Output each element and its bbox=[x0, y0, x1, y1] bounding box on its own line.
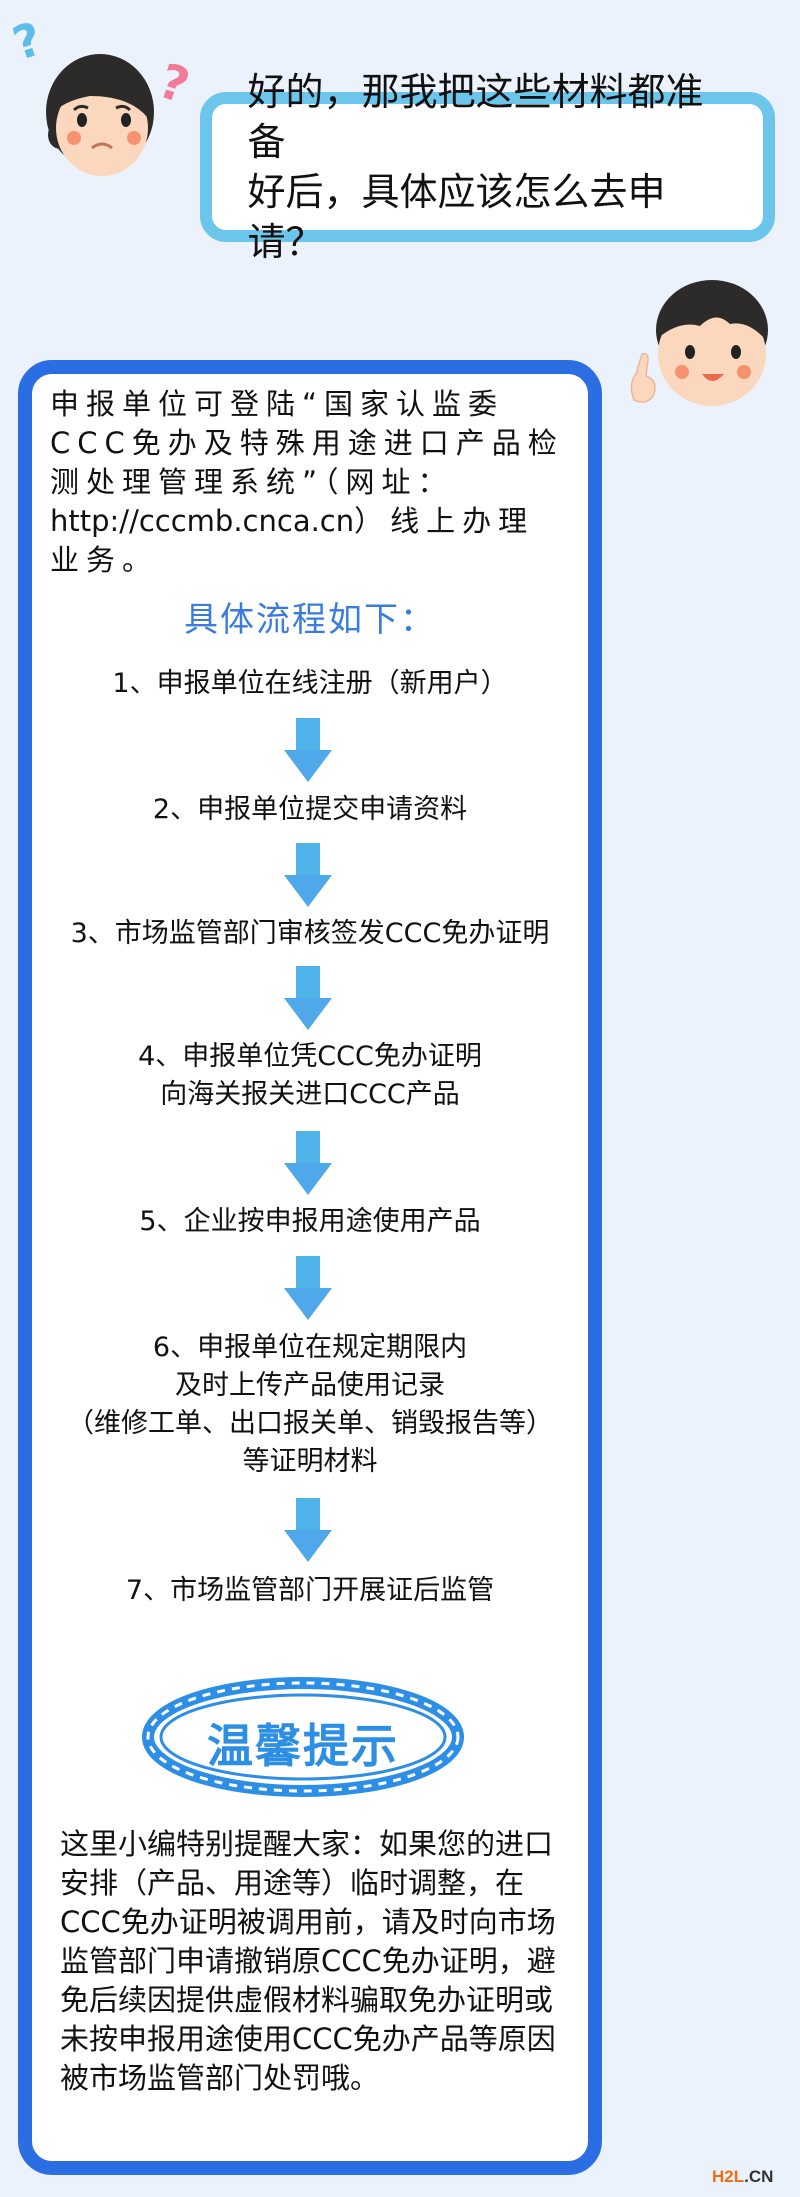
confused-girl-avatar bbox=[46, 54, 154, 176]
flow-step-1: 1、申报单位在线注册（新用户） bbox=[20, 665, 600, 703]
watermark-suffix: .CN bbox=[744, 2167, 774, 2186]
flow-title: 具体流程如下： bbox=[184, 600, 436, 640]
flow-step-5: 5、企业按申报用途使用产品 bbox=[20, 1203, 600, 1241]
step-line: 向海关报关进口CCC产品 bbox=[160, 1079, 460, 1110]
pointing-boy-avatar bbox=[630, 280, 768, 406]
down-arrow-icon bbox=[284, 1131, 332, 1197]
intro-text: ）线上办理业务。 bbox=[50, 504, 535, 577]
site-watermark: H2L.CN bbox=[712, 2167, 773, 2187]
question-text: 好的，那我把这些材料都准备 好后，具体应该怎么去申请？ bbox=[248, 67, 728, 267]
flow-step-6: 6、申报单位在规定期限内 及时上传产品使用记录 （维修工单、出口报关单、销毁报告… bbox=[20, 1329, 600, 1481]
tip-badge-oval bbox=[142, 1677, 464, 1797]
step-line: 4、申报单位凭CCC免办证明 bbox=[138, 1041, 482, 1072]
step-line: 6、申报单位在规定期限内 bbox=[152, 1332, 468, 1363]
step-line: 等证明材料 bbox=[242, 1446, 378, 1477]
down-arrow-icon bbox=[284, 718, 332, 784]
down-arrow-icon bbox=[284, 843, 332, 909]
step-line: 及时上传产品使用记录 bbox=[175, 1370, 445, 1401]
intro-text: 申报单位可登陆“国家认监委CCC免办及特殊用途进口产品检测处理管理系统”（网址： bbox=[50, 387, 564, 499]
flow-step-4: 4、申报单位凭CCC免办证明 向海关报关进口CCC产品 bbox=[20, 1038, 600, 1114]
step-line: 3、市场监管部门审核签发CCC免办证明 bbox=[70, 918, 550, 949]
step-line: 7、市场监管部门开展证后监管 bbox=[125, 1575, 495, 1606]
system-url-link[interactable]: http://cccmb.cnca.cn bbox=[50, 504, 355, 538]
down-arrow-icon bbox=[284, 966, 332, 1032]
tip-badge-label: 温馨提示 bbox=[207, 1719, 399, 1773]
flow-step-3: 3、市场监管部门审核签发CCC免办证明 bbox=[20, 915, 600, 953]
watermark-brand: H2L bbox=[712, 2167, 745, 2186]
step-line: 1、申报单位在线注册（新用户） bbox=[112, 668, 508, 699]
step-line: 2、申报单位提交申请资料 bbox=[152, 794, 468, 825]
question-speech-bubble: 好的，那我把这些材料都准备 好后，具体应该怎么去申请？ bbox=[200, 70, 775, 264]
intro-paragraph: 申报单位可登陆“国家认监委CCC免办及特殊用途进口产品检测处理管理系统”（网址：… bbox=[50, 385, 570, 580]
step-line: （维修工单、出口报关单、销毁报告等） bbox=[67, 1408, 553, 1439]
step-line: 5、企业按申报用途使用产品 bbox=[139, 1206, 481, 1237]
flow-step-7: 7、市场监管部门开展证后监管 bbox=[20, 1572, 600, 1610]
tip-notice-text: 这里小编特别提醒大家：如果您的进口安排（产品、用途等）临时调整，在CCC免办证明… bbox=[60, 1827, 556, 2095]
flow-step-2: 2、申报单位提交申请资料 bbox=[20, 791, 600, 829]
question-line: 好后，具体应该怎么去申请？ bbox=[247, 170, 666, 264]
question-line: 好的，那我把这些材料都准备 bbox=[247, 70, 704, 164]
down-arrow-icon bbox=[284, 1498, 332, 1564]
down-arrow-icon bbox=[284, 1256, 332, 1322]
